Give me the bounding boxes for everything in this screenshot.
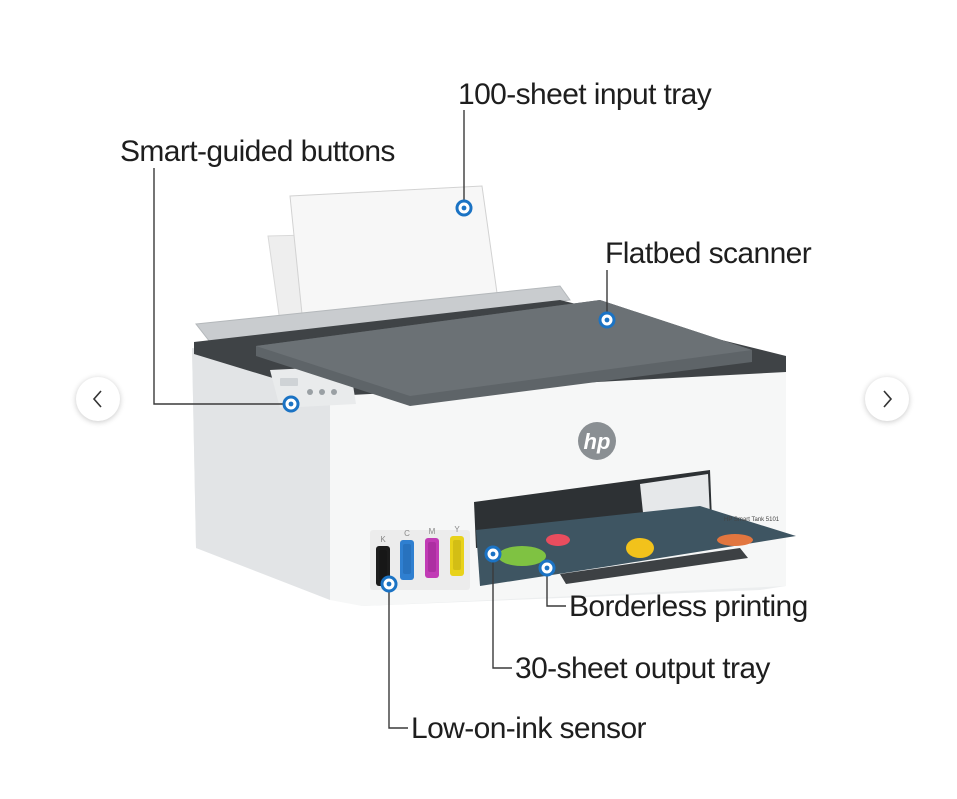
print-art-green — [498, 546, 546, 566]
chevron-right-icon — [883, 390, 893, 408]
print-art-yellow — [626, 538, 654, 558]
panel-button — [307, 389, 313, 395]
callout-input-tray: 100-sheet input tray — [458, 78, 712, 111]
leader-smart-buttons — [153, 168, 291, 405]
ink-label-c: C — [404, 529, 410, 538]
marker-output-tray-icon — [484, 545, 502, 563]
panel-button — [331, 389, 337, 395]
marker-input-tray-icon — [455, 199, 473, 217]
ink-label-y: Y — [454, 525, 460, 534]
callout-flatbed: Flatbed scanner — [605, 237, 812, 270]
panel-display — [280, 378, 298, 386]
output-tray — [560, 548, 748, 584]
hp-logo: hp — [578, 422, 616, 460]
ink-label-k: K — [380, 535, 386, 544]
marker-flatbed-icon — [598, 311, 616, 329]
ink-label-m: M — [429, 527, 436, 536]
leader-ink-sensor — [388, 584, 408, 729]
print-art-red — [546, 534, 570, 546]
callout-ink-sensor: Low-on-ink sensor — [411, 712, 647, 745]
carousel-next-button[interactable] — [865, 377, 909, 421]
marker-ink-sensor-icon — [380, 575, 398, 593]
print-art-orange — [717, 534, 753, 546]
carousel-prev-button[interactable] — [76, 377, 120, 421]
leader-output-tray — [492, 554, 512, 669]
ink-tank-magenta — [425, 538, 439, 578]
marker-borderless-icon — [538, 559, 556, 577]
callout-markers — [282, 199, 616, 593]
marker-smart-buttons-icon — [282, 395, 300, 413]
ink-tank-cyan — [400, 540, 414, 580]
rear-tray — [195, 285, 571, 343]
leader-lines — [153, 110, 608, 729]
scanner-lid-top — [256, 300, 752, 396]
panel-button — [319, 389, 325, 395]
callout-borderless: Borderless printing — [569, 590, 808, 623]
ink-tank-yellow — [450, 536, 464, 576]
model-badge: HP Smart Tank 5101 — [724, 517, 780, 523]
ink-tank-window — [370, 530, 470, 590]
chevron-left-icon — [92, 390, 102, 408]
callout-smart-buttons: Smart-guided buttons — [120, 135, 395, 168]
leader-borderless — [546, 568, 566, 607]
callout-output-tray: 30-sheet output tray — [515, 652, 770, 685]
svg-text:hp: hp — [584, 429, 611, 454]
